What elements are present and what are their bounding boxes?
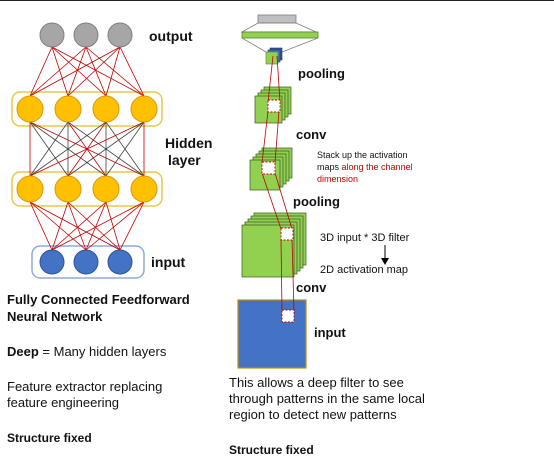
flatten-connector bbox=[240, 22, 317, 33]
stack-note-line1: Stack up the activation bbox=[317, 150, 408, 160]
flatten-green-bar bbox=[241, 31, 319, 39]
connection-edge bbox=[67, 201, 121, 251]
hidden-lower-neuron bbox=[16, 175, 44, 203]
connection-edge bbox=[29, 121, 145, 177]
connection-edge bbox=[51, 201, 145, 251]
conv-maps-lower bbox=[241, 212, 307, 278]
filter-note: 3D input * 3D filter bbox=[320, 232, 410, 244]
down-arrow-head bbox=[381, 258, 389, 265]
connection-edge bbox=[29, 201, 121, 251]
network-title-line2: Neural Network bbox=[7, 309, 103, 324]
connection-edge bbox=[119, 46, 145, 97]
stack-note-maps: maps bbox=[317, 162, 342, 172]
input-neuron bbox=[39, 249, 65, 275]
hidden-upper-neuron bbox=[16, 95, 44, 123]
input-image-label: input bbox=[314, 325, 346, 340]
hidden-layer-box-upper bbox=[11, 91, 163, 127]
feature-text-line1: Feature extractor replacing bbox=[7, 379, 163, 394]
input-layer-label: input bbox=[151, 254, 186, 270]
connection-edge bbox=[85, 201, 145, 251]
activation-note: 2D activation map bbox=[320, 264, 409, 276]
connection-edge bbox=[119, 201, 145, 251]
input-neuron bbox=[73, 249, 99, 275]
hidden-layer-label-line2: layer bbox=[168, 152, 201, 168]
desc-line2: through patterns in the same local bbox=[229, 391, 425, 406]
connection-edge bbox=[29, 46, 121, 97]
connection-edge bbox=[105, 201, 121, 251]
conv-label-bottom: conv bbox=[296, 280, 327, 295]
connection-edge bbox=[29, 121, 107, 177]
connection-edge bbox=[85, 201, 107, 251]
stack-note-line3: dimension bbox=[317, 174, 359, 184]
connection-edge bbox=[29, 46, 87, 97]
output-layer-label: output bbox=[149, 28, 193, 44]
top-border bbox=[0, 0, 554, 1]
pooled-map-small bbox=[265, 47, 283, 65]
hidden-layer-label-line1: Hidden bbox=[165, 135, 213, 151]
connection-edge bbox=[29, 121, 69, 177]
connection-edge bbox=[85, 46, 107, 97]
feature-text-line2: feature engineering bbox=[7, 395, 120, 410]
hidden-layer-box-lower bbox=[11, 171, 163, 207]
cnn-diagram bbox=[237, 14, 389, 369]
receptive-windows bbox=[261, 99, 295, 323]
deep-rest: = Many hidden layers bbox=[38, 344, 167, 359]
conv-label-top: conv bbox=[296, 127, 327, 142]
desc-line3: region to detect new patterns bbox=[229, 407, 397, 422]
connection-edge bbox=[51, 46, 69, 97]
hidden-lower-neuron bbox=[130, 175, 158, 203]
pooling-label-top: pooling bbox=[298, 66, 345, 81]
connection-edge bbox=[29, 201, 87, 251]
hidden-upper-neuron bbox=[130, 95, 158, 123]
output-gray-bar bbox=[257, 14, 297, 24]
stack-note-channel: along the channel bbox=[341, 162, 413, 172]
output-neuron bbox=[73, 22, 99, 48]
receptive-field-lines bbox=[261, 55, 295, 312]
connection-edge bbox=[85, 46, 145, 97]
connection-edge bbox=[67, 46, 87, 97]
connection-edge bbox=[51, 46, 145, 97]
hidden-upper-neuron bbox=[54, 95, 82, 123]
connection-edge bbox=[67, 121, 145, 177]
connection-edge bbox=[29, 201, 53, 251]
connection-edge bbox=[67, 201, 87, 251]
input-image-block bbox=[237, 299, 307, 369]
hidden-lower-neuron bbox=[92, 175, 120, 203]
structure-fixed-right: Structure fixed bbox=[229, 443, 314, 457]
deep-term: Deep bbox=[7, 344, 39, 359]
hidden-upper-neuron bbox=[92, 95, 120, 123]
output-neuron bbox=[107, 22, 133, 48]
desc-line1: This allows a deep filter to see bbox=[229, 375, 404, 390]
connection-edge bbox=[67, 46, 121, 97]
deep-definition: Deep = Many hidden layers bbox=[7, 344, 166, 359]
hidden-lower-neuron bbox=[54, 175, 82, 203]
connection-edge bbox=[51, 201, 107, 251]
connection-edge bbox=[29, 46, 53, 97]
connection-edge bbox=[105, 121, 145, 177]
stack-note-line2: maps along the channel bbox=[317, 162, 413, 172]
input-neuron bbox=[107, 249, 133, 275]
connection-edge bbox=[51, 201, 69, 251]
connection-edge bbox=[105, 46, 121, 97]
structure-fixed-left: Structure fixed bbox=[7, 431, 92, 445]
connection-edge bbox=[51, 46, 107, 97]
output-neuron bbox=[39, 22, 65, 48]
pooling-label-mid: pooling bbox=[293, 194, 340, 209]
network-title-line1: Fully Connected Feedforward bbox=[7, 292, 190, 307]
